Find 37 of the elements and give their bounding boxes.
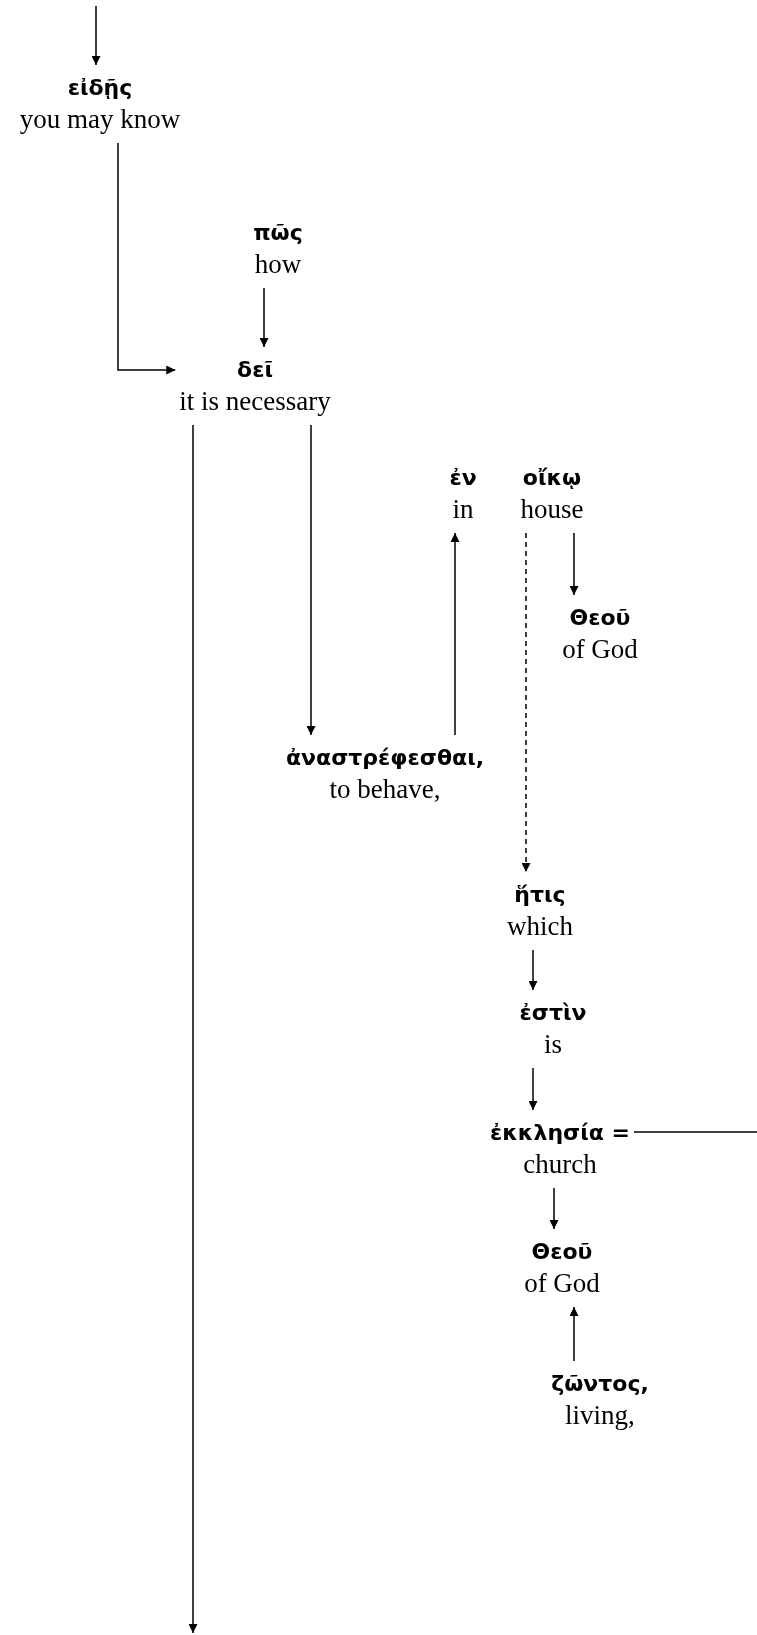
gloss-text: you may know [19, 103, 181, 135]
greek-word: οἴκῳ [522, 464, 582, 492]
arrow [117, 142, 176, 375]
greek-word: Θεοῦ [569, 604, 631, 632]
gloss-text: church [523, 1148, 597, 1180]
greek-word: Θεοῦ [531, 1238, 593, 1266]
gloss-text: living, [565, 1399, 635, 1431]
arrow [528, 949, 538, 991]
dashed-arrow [521, 532, 531, 873]
connector-line [633, 1131, 757, 1133]
greek-word: δεῖ [237, 356, 273, 384]
greek-word: πῶς [253, 219, 303, 247]
arrow [528, 1067, 538, 1111]
gloss-text: which [507, 910, 573, 942]
arrow [569, 1306, 579, 1362]
gloss-text: in [452, 493, 474, 525]
arrow [306, 424, 316, 736]
gloss-text: of God [562, 633, 638, 665]
gloss-text: how [254, 248, 302, 280]
arrow [450, 532, 460, 736]
gloss-text: to behave, [329, 773, 441, 805]
arrow [188, 424, 198, 1634]
greek-word: ζῶντος, [551, 1370, 649, 1398]
gloss-text: it is necessary [179, 385, 331, 417]
greek-word: ἥτις [514, 881, 566, 909]
gloss-text: house [520, 493, 584, 525]
greek-word: ἐκκλησία = [490, 1119, 630, 1147]
greek-word: ἀναστρέφεσθαι, [285, 744, 485, 772]
greek-word: ἐν [449, 464, 477, 492]
arrow [91, 5, 101, 66]
gloss-text: of God [524, 1267, 600, 1299]
arrow [569, 532, 579, 596]
greek-word: ἐστὶν [519, 999, 587, 1027]
arrow [259, 287, 269, 348]
greek-word: εἰδῇς [67, 74, 133, 102]
arrow [549, 1187, 559, 1230]
gloss-text: is [544, 1028, 562, 1060]
